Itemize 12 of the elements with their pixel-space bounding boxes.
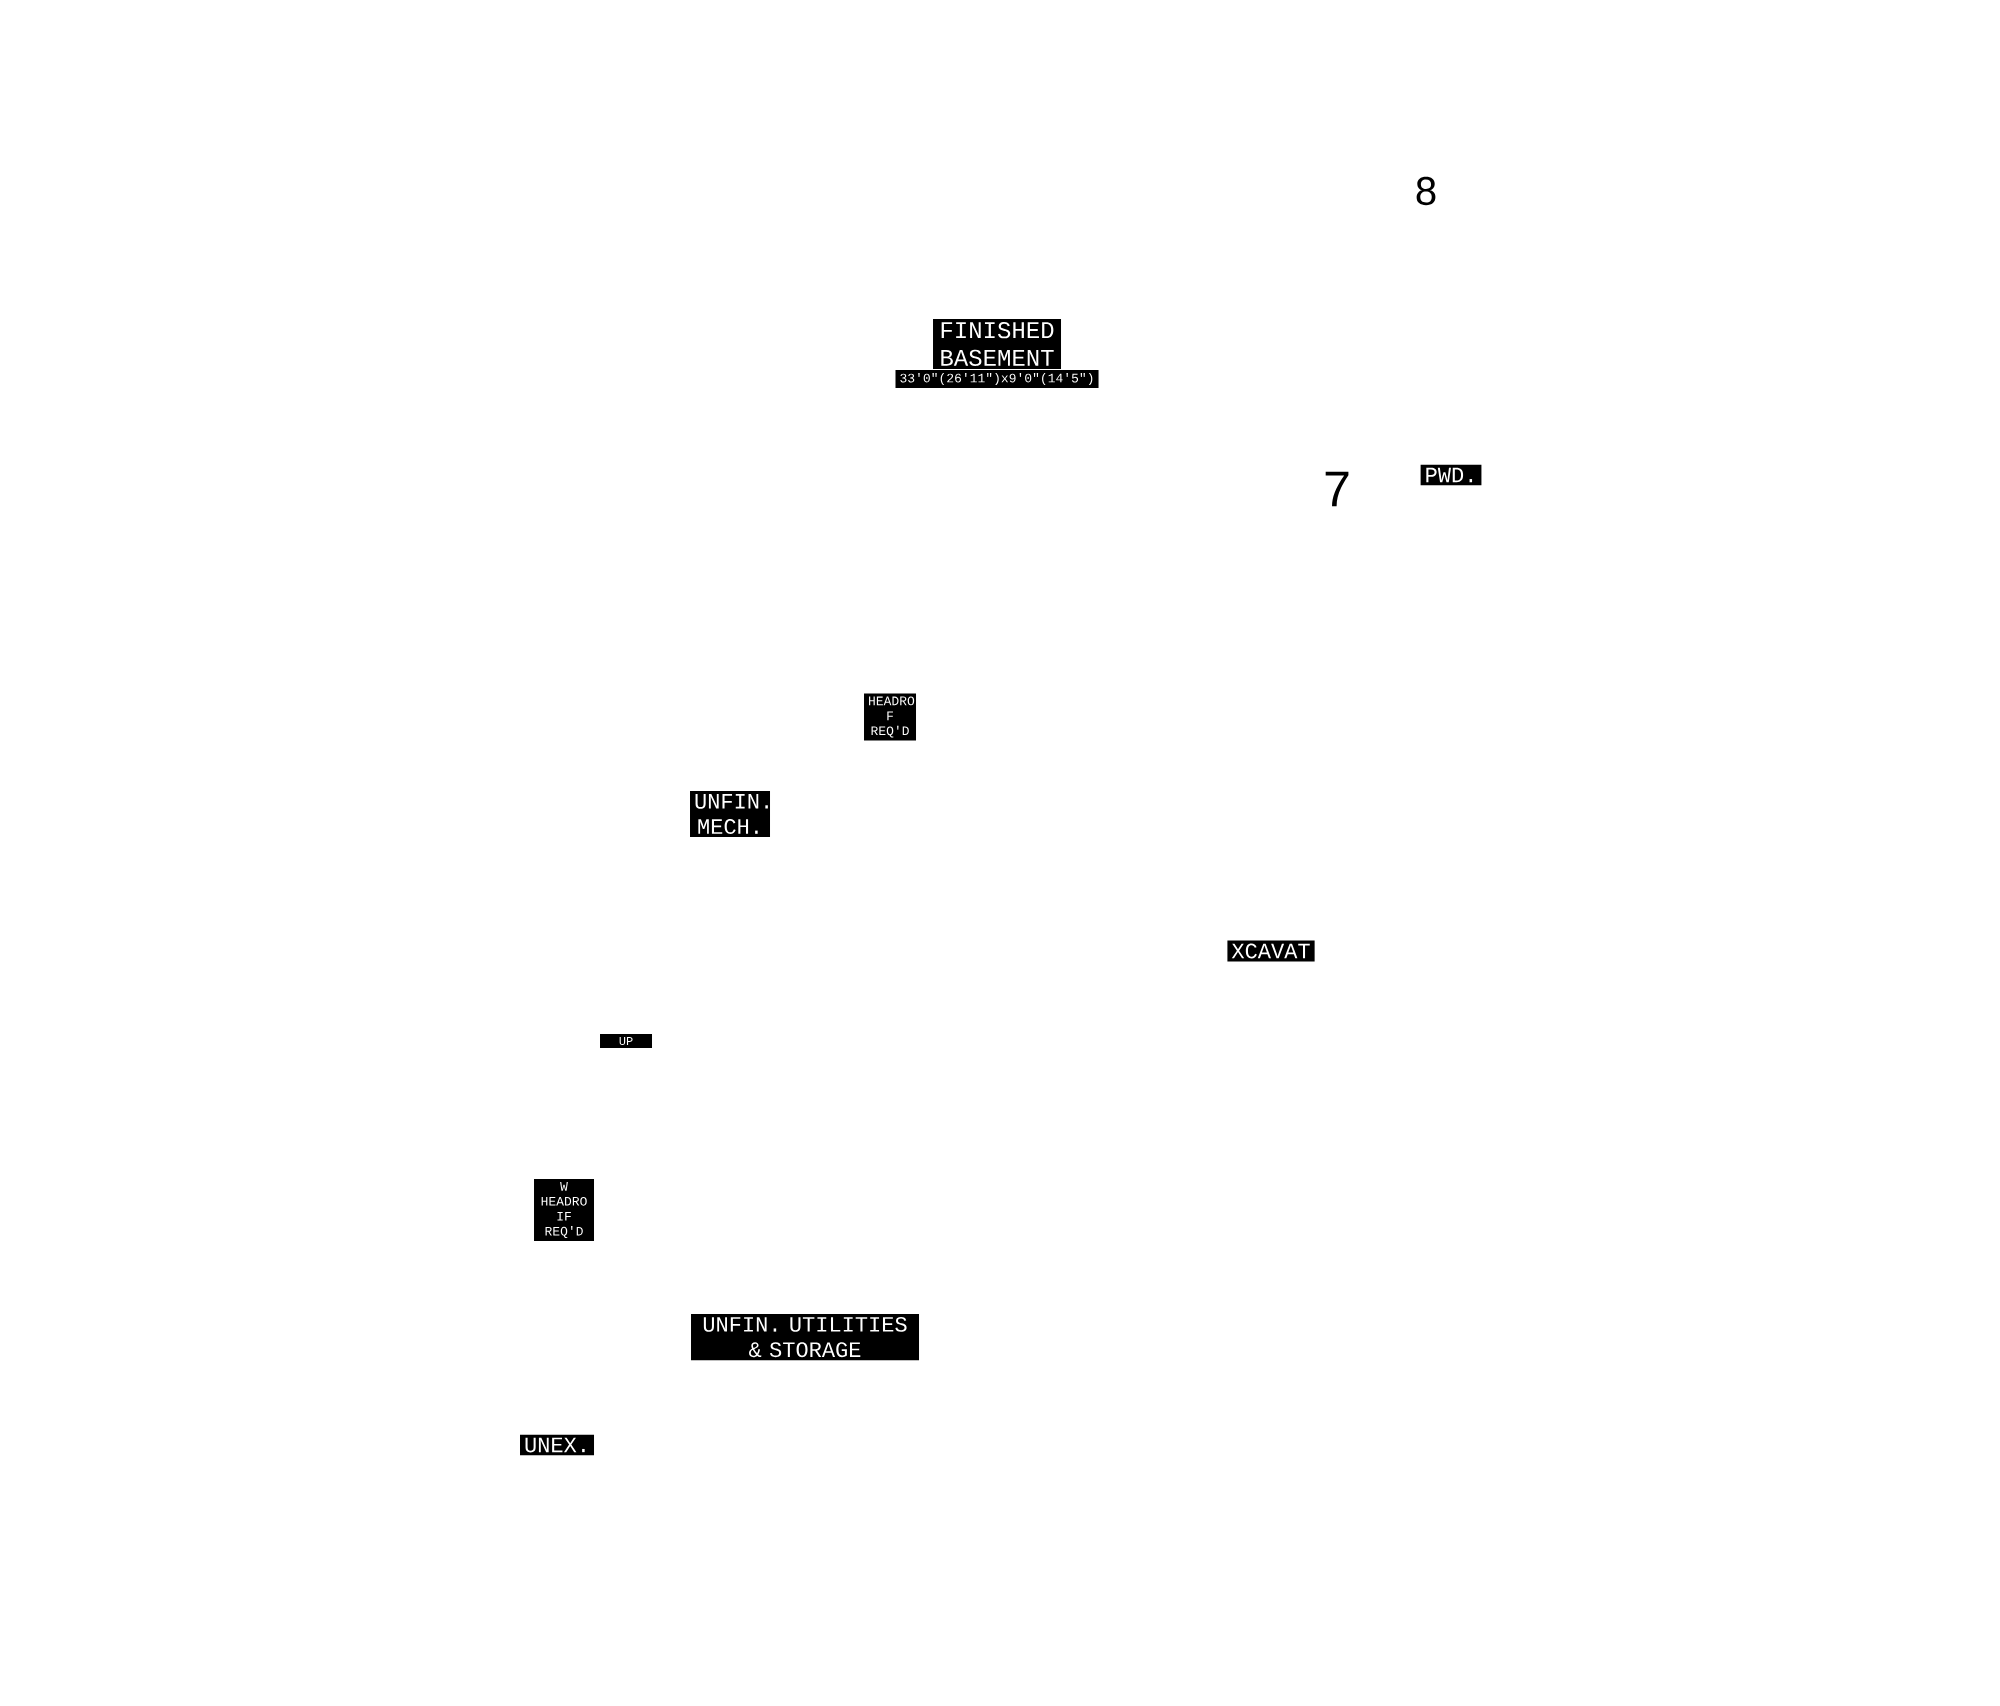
room-label: FINISHED BASEMENT — [933, 319, 1061, 369]
room-label: UNFIN. MECH. — [690, 791, 770, 837]
room-label: UNFIN. UTILITIES & STORAGE — [691, 1313, 919, 1361]
room-label: PWD. — [1420, 464, 1482, 486]
stair-label: UP — [600, 1034, 652, 1048]
dimension-label: 33'0"(26'11")x9'0"(14'5") — [895, 369, 1099, 389]
note-label: W HEADRO IF REQ'D — [534, 1179, 594, 1241]
room-label: XCAVAT — [1227, 940, 1315, 962]
callout-number: 8 — [1416, 176, 1436, 206]
note-label: HEADRO F REQ'D — [864, 693, 916, 741]
room-label: UNEX. — [520, 1434, 594, 1456]
callout-number: 7 — [1325, 471, 1349, 507]
